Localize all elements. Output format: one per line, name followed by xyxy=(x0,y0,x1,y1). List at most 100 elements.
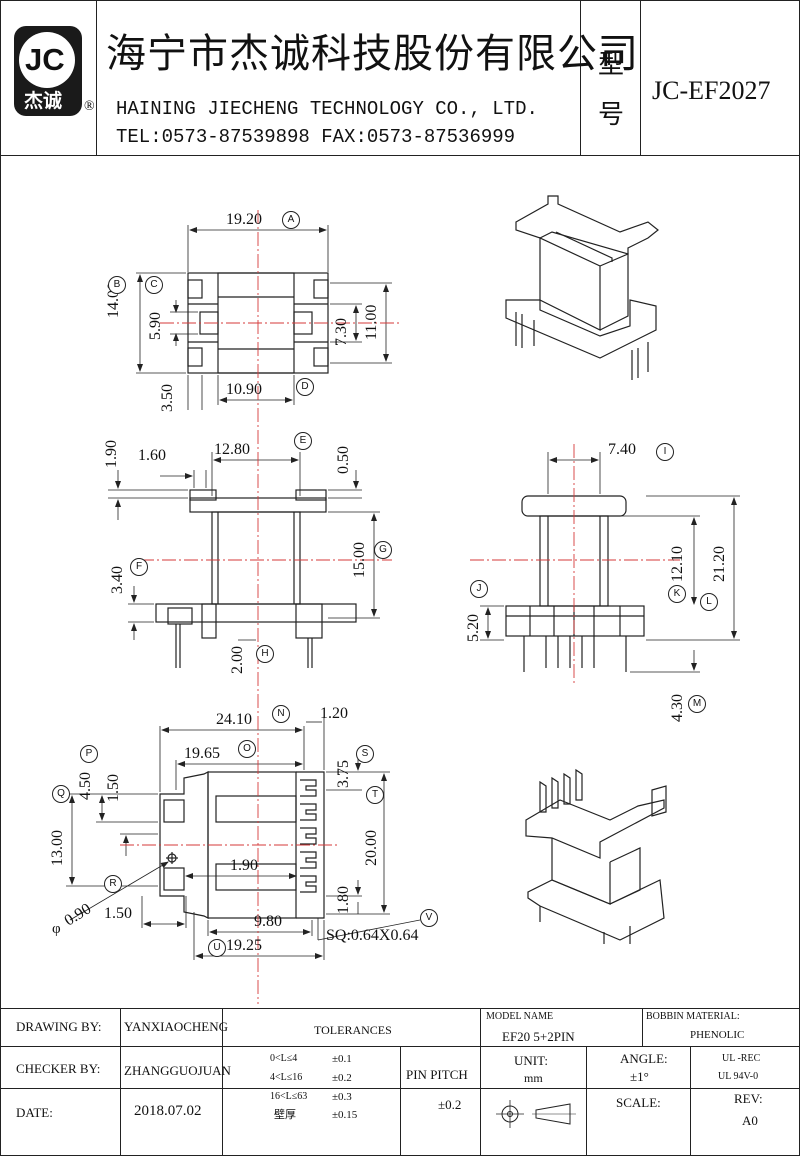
circle-label-e: E xyxy=(294,432,312,450)
model-label-bottom: 号 xyxy=(598,100,625,129)
dim-i-value: 7.40 xyxy=(608,441,636,458)
circle-label-p: P xyxy=(80,745,98,763)
circle-label-v: V xyxy=(420,909,438,927)
scale-label: SCALE: xyxy=(616,1095,661,1110)
company-name-en: HAINING JIECHENG TECHNOLOGY CO., LTD. xyxy=(116,98,538,120)
tb-v-line-1 xyxy=(120,1008,121,1156)
header-divider-1 xyxy=(96,0,97,156)
circle-label-s: S xyxy=(356,745,374,763)
dim-1-80: 1.80 xyxy=(335,886,352,914)
dim-1-90: 1.90 xyxy=(103,440,120,468)
unit-value: mm xyxy=(524,1071,543,1085)
checker-by-label: CHECKER BY: xyxy=(16,1061,101,1076)
tol-2-range: 4<L≤16 xyxy=(270,1072,303,1083)
unit-label: UNIT: xyxy=(514,1053,549,1068)
dim-1-50a: 1.50 xyxy=(105,774,122,802)
dim-k-value: 12.10 xyxy=(669,546,686,582)
circle-label-r: R xyxy=(104,875,122,893)
centerlines xyxy=(120,210,680,1004)
dim-1-50b: 1.50 xyxy=(104,905,132,922)
tb-v-line-2 xyxy=(222,1008,223,1156)
circle-label-j: J xyxy=(470,580,488,598)
ul-rec: UL -REC xyxy=(722,1053,761,1064)
circle-label-k: K xyxy=(668,585,686,603)
dim-p-value: 4.50 xyxy=(77,772,94,800)
dim-1-90b: 1.90 xyxy=(230,857,258,874)
tb-v-line-7 xyxy=(690,1046,691,1156)
isometric-top-right xyxy=(505,195,659,380)
projection-symbol-icon xyxy=(496,1100,576,1128)
dim-9-80: 9.80 xyxy=(254,913,282,930)
circle-label-c: C xyxy=(145,276,163,294)
bobbin-material-label: BOBBIN MATERIAL: xyxy=(646,1011,740,1022)
date-value: 2018.07.02 xyxy=(134,1103,202,1119)
angle-label: ANGLE: xyxy=(620,1051,668,1066)
rev-value: A0 xyxy=(742,1113,758,1128)
circle-label-h: H xyxy=(256,645,274,663)
date-label: DATE: xyxy=(16,1105,53,1120)
circle-label-b: B xyxy=(108,276,126,294)
tb-v-line-3 xyxy=(400,1046,401,1156)
dim-3-50: 3.50 xyxy=(159,384,176,412)
circle-label-q: Q xyxy=(52,785,70,803)
circle-label-d: D xyxy=(296,378,314,396)
top-view xyxy=(136,225,392,410)
dim-j-value: 5.20 xyxy=(465,614,482,642)
drawing-by-label: DRAWING BY: xyxy=(16,1019,102,1034)
ul-94v0: UL 94V-0 xyxy=(718,1071,759,1082)
circle-label-f: F xyxy=(130,558,148,576)
tb-v-line-6 xyxy=(642,1008,643,1046)
model-name-value: EF20 5+2PIN xyxy=(502,1029,575,1044)
company-name-cn: 海宁市杰诚科技股份有限公司 xyxy=(106,31,639,76)
tolerances-label: TOLERANCES xyxy=(314,1023,392,1037)
dim-7-30: 7.30 xyxy=(333,318,350,346)
dim-h-value: 2.00 xyxy=(229,646,246,674)
dim-f-value: 3.40 xyxy=(109,566,126,594)
circle-label-n: N xyxy=(272,705,290,723)
drawing-by-name: YANXIAOCHENG xyxy=(124,1019,228,1034)
logo-text: JC xyxy=(25,42,65,77)
dim-5-90: 5.90 xyxy=(147,312,164,340)
isometric-bottom-right xyxy=(525,768,667,944)
tol-4-range: 壁厚 xyxy=(274,1109,296,1121)
model-label-top: 型 xyxy=(598,50,625,79)
tb-v-line-5 xyxy=(586,1046,587,1156)
circle-label-i: I xyxy=(656,443,674,461)
bobbin-material-value: PHENOLIC xyxy=(690,1029,745,1041)
dim-s-value: 3.75 xyxy=(335,760,352,788)
circle-label-l: L xyxy=(700,593,718,611)
tol-2-value: ±0.2 xyxy=(332,1072,352,1084)
tol-4-value: ±0.15 xyxy=(332,1109,358,1121)
tol-1-range: 0<L≤4 xyxy=(270,1053,298,1064)
circle-label-t: T xyxy=(366,786,384,804)
dim-t-value: 20.00 xyxy=(363,830,380,866)
pin-pitch-tolerance: ±0.2 xyxy=(438,1097,462,1112)
dim-q-value: 13.00 xyxy=(49,830,66,866)
dim-1-60: 1.60 xyxy=(138,447,166,464)
angle-value: ±1° xyxy=(630,1069,649,1084)
dim-r-phi: φ xyxy=(52,921,61,937)
circle-label-o: O xyxy=(238,740,256,758)
dim-m-value: 4.30 xyxy=(669,694,686,722)
dim-n-value: 24.10 xyxy=(216,711,252,728)
tb-h-line-3 xyxy=(480,1088,800,1089)
pin-pitch-label: PIN PITCH xyxy=(406,1067,468,1082)
dim-11-00: 11.00 xyxy=(363,304,380,340)
logo-circle xyxy=(19,32,75,88)
dim-0-50: 0.50 xyxy=(335,446,352,474)
dim-g-value: 15.00 xyxy=(351,542,368,578)
logo-label: 杰诚 xyxy=(24,91,63,112)
model-name-label: MODEL NAME xyxy=(486,1011,554,1022)
tol-1-value: ±0.1 xyxy=(332,1053,352,1065)
dim-d-value: 10.90 xyxy=(226,381,262,398)
side-view xyxy=(480,452,740,673)
logo-registered-mark: ® xyxy=(84,99,95,114)
dim-v-value: SQ:0.64X0.64 xyxy=(326,927,419,944)
dim-1-20: 1.20 xyxy=(320,705,348,722)
tb-h-line-2 xyxy=(0,1088,480,1089)
circle-label-u: U xyxy=(208,939,226,957)
rev-label: REV: xyxy=(734,1091,763,1106)
tb-v-line-4 xyxy=(480,1008,481,1156)
tol-3-range: 16<L≤63 xyxy=(270,1091,308,1102)
